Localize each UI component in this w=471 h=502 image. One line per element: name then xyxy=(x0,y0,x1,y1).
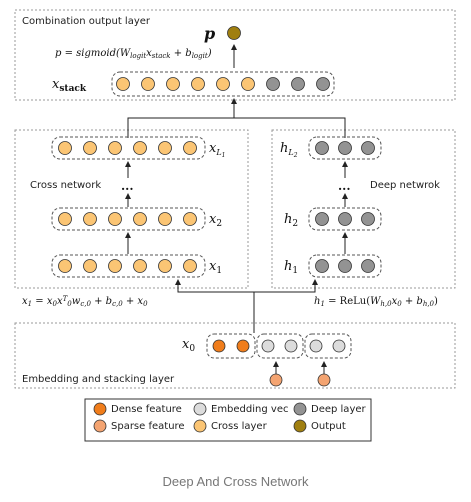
deep-node xyxy=(315,141,329,155)
output-node xyxy=(227,26,241,40)
stack-cross-node xyxy=(116,77,130,91)
deep-node xyxy=(361,141,375,155)
cross-ellipsis: ... xyxy=(121,179,134,193)
cross-to-stack-line xyxy=(127,117,234,138)
x-stack-group xyxy=(111,71,335,97)
embedding-group-2 xyxy=(304,333,352,359)
x-stack-label: xstack xyxy=(52,77,87,94)
deep-node xyxy=(315,212,329,226)
legend-label: Cross layer xyxy=(211,421,268,432)
stack-cross-node xyxy=(191,77,205,91)
combination-layer-label: Combination output layer xyxy=(22,16,151,27)
x1-label: x1 xyxy=(209,259,222,276)
stack-cross-node xyxy=(166,77,180,91)
cross-node xyxy=(158,212,172,226)
output-p-label: p xyxy=(204,24,215,43)
deep-equation: h1 = ReLu(Wh,0x0 + bh,0) xyxy=(314,296,438,308)
cross-node xyxy=(183,212,197,226)
deep-layer-2-group xyxy=(308,207,382,231)
deep-to-stack-line xyxy=(234,117,346,138)
legend-swatch xyxy=(193,419,207,433)
cross-node xyxy=(133,141,147,155)
cross-node xyxy=(83,141,97,155)
h2-label: h2 xyxy=(284,212,298,229)
cross-network-label: Cross network xyxy=(30,180,101,191)
stack-deep-node xyxy=(291,77,305,91)
sparse-feature-node xyxy=(317,373,331,387)
legend-label: Embedding vec xyxy=(211,404,288,415)
legend-label: Output xyxy=(311,421,346,432)
h-L2-label: hL2 xyxy=(280,141,298,159)
x2-label: x2 xyxy=(209,212,222,229)
legend-label: Deep layer xyxy=(311,404,367,415)
sigmoid-equation: p = sigmoid(Wlogitxstack + blogit) xyxy=(55,48,212,60)
legend-swatch xyxy=(93,419,107,433)
deep-layer-1-group xyxy=(308,254,382,278)
dense-feature-group xyxy=(206,333,256,359)
cross-node xyxy=(108,141,122,155)
embedding-layer-box xyxy=(14,322,456,389)
embedding-node xyxy=(332,339,346,353)
dense-feature-node xyxy=(236,339,250,353)
cross-node xyxy=(83,212,97,226)
cross-node xyxy=(58,259,72,273)
legend-swatch xyxy=(293,419,307,433)
x-L1-label: xL1 xyxy=(209,141,225,159)
stack-cross-node xyxy=(241,77,255,91)
cross-node xyxy=(58,212,72,226)
legend-box xyxy=(84,398,372,442)
deep-node xyxy=(338,212,352,226)
embedding-group-1 xyxy=(256,333,304,359)
cross-node xyxy=(158,259,172,273)
figure-caption: Deep And Cross Network xyxy=(162,474,309,489)
legend-swatch xyxy=(93,402,107,416)
legend-label: Sparse feature xyxy=(111,421,185,432)
deep-node xyxy=(361,259,375,273)
legend-swatch xyxy=(293,402,307,416)
dense-feature-node xyxy=(212,339,226,353)
legend: Dense feature Embedding vec Deep layerSpar… xyxy=(93,402,367,433)
h1-label: h1 xyxy=(284,259,298,276)
cross-layer-1-group xyxy=(51,254,206,278)
deep-network-box xyxy=(271,129,456,289)
deep-node xyxy=(338,259,352,273)
cross-node xyxy=(108,212,122,226)
embedding-node xyxy=(284,339,298,353)
cross-node xyxy=(108,259,122,273)
x0-to-cross-line xyxy=(175,279,254,293)
deep-node xyxy=(361,212,375,226)
cross-node xyxy=(83,259,97,273)
deep-ellipsis: ... xyxy=(338,179,351,193)
deep-layer-L2-group xyxy=(308,136,382,160)
cross-equation: x1 = x0xT0wc,0 + bc,0 + x0 xyxy=(22,295,148,308)
deep-network-label: Deep netwrok xyxy=(370,180,440,191)
embedding-layer-label: Embedding and stacking layer xyxy=(22,374,175,385)
stack-deep-node xyxy=(316,77,330,91)
deep-node xyxy=(338,141,352,155)
sparse-feature-node xyxy=(269,373,283,387)
legend-swatch xyxy=(193,402,207,416)
cross-layer-2-group xyxy=(51,207,206,231)
embedding-node xyxy=(309,339,323,353)
cross-node xyxy=(58,141,72,155)
stack-cross-node xyxy=(141,77,155,91)
cross-node xyxy=(158,141,172,155)
cross-node xyxy=(183,141,197,155)
stack-deep-node xyxy=(266,77,280,91)
legend-label: Dense feature xyxy=(111,404,182,415)
cross-network-box xyxy=(14,129,249,289)
cross-node xyxy=(183,259,197,273)
cross-layer-L1-group xyxy=(51,136,206,160)
cross-node xyxy=(133,259,147,273)
cross-node xyxy=(133,212,147,226)
x0-to-deep-line xyxy=(254,279,318,293)
embedding-node xyxy=(261,339,275,353)
stack-cross-node xyxy=(216,77,230,91)
deep-node xyxy=(315,259,329,273)
nodes-layer xyxy=(58,77,375,387)
x0-label: x0 xyxy=(182,337,195,354)
